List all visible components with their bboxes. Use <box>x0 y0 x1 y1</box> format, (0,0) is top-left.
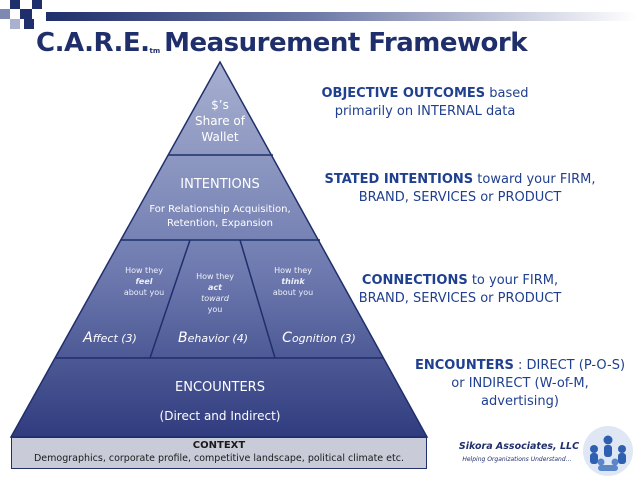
company-tagline: Helping Organizations Understand… <box>462 456 572 463</box>
connections-label: CONNECTIONS to your FIRM, BRAND, SERVICE… <box>358 273 562 306</box>
apex-line-3: Wallet <box>201 130 239 144</box>
encounters-section: ENCOUNTERS (Direct and Indirect) <box>100 379 340 424</box>
affect-behavior-divider <box>149 239 191 359</box>
context-heading: CONTEXT <box>192 440 246 451</box>
cognition-question: How they think about you <box>272 266 314 297</box>
context-box: CONTEXT Demographics, corporate profile,… <box>11 437 427 469</box>
company-name: Sikora Associates, LLC <box>458 441 580 452</box>
intentions-sub-1: For Relationship Acquisition, <box>149 204 291 215</box>
objective-outcomes-label: OBJECTIVE OUTCOMES based primarily on IN… <box>321 86 529 119</box>
affect-question: How they feel about you <box>123 266 165 297</box>
behavior-cognition-divider <box>239 239 276 359</box>
behavior-label: Behavior (4) <box>178 330 248 346</box>
intentions-heading: INTENTIONS <box>180 177 260 192</box>
encounters-label: ENCOUNTERS : DIRECT (P-O-S) or INDIRECT … <box>414 358 626 409</box>
encounters-heading: ENCOUNTERS <box>175 380 265 395</box>
context-text: Demographics, corporate profile, competi… <box>33 453 404 464</box>
cognition-label: Cognition (3) <box>282 330 356 346</box>
behavior-question: How they act toward you <box>196 272 234 314</box>
intentions-section: INTENTIONS For Relationship Acquisition,… <box>120 176 320 231</box>
stated-intentions-label: STATED INTENTIONS toward your FIRM, BRAN… <box>324 172 596 205</box>
apex-label: $’s Share of Wallet <box>170 97 270 145</box>
apex-line-1: $’s <box>211 98 229 112</box>
title-bar-decoration <box>46 12 636 21</box>
affect-label: Affect (3) <box>83 330 137 346</box>
intentions-sub-2: Retention, Expansion <box>166 218 274 229</box>
encounters-sub: (Direct and Indirect) <box>159 409 281 423</box>
people-group-logo-icon <box>583 426 633 476</box>
apex-line-2: Share of <box>194 114 245 128</box>
